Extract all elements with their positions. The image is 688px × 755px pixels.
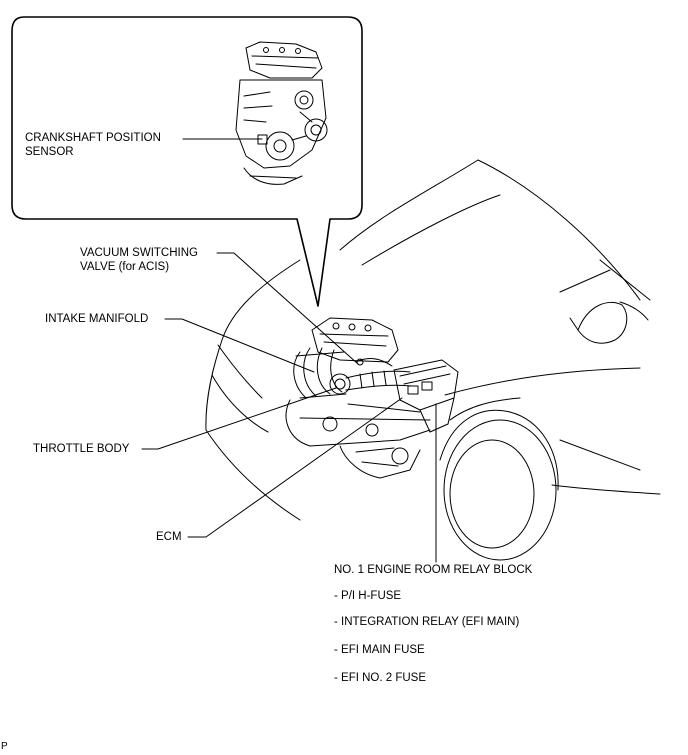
engine-assembly xyxy=(285,317,459,479)
leader-lines xyxy=(141,138,437,563)
leader-intake-manifold xyxy=(164,318,315,373)
callout-engine-drawing xyxy=(235,41,328,185)
label-ecm: ECM xyxy=(156,531,182,543)
label-crankshaft-position-sensor: CRANKSHAFT POSITION SENSOR xyxy=(25,131,161,159)
leader-ecm xyxy=(187,397,403,538)
relay-item-efi-main-fuse: - EFI MAIN FUSE xyxy=(334,644,425,656)
label-throttle-body: THROTTLE BODY xyxy=(33,443,130,455)
relay-item-integration-relay: - INTEGRATION RELAY (EFI MAIN) xyxy=(334,616,520,628)
label-crankshaft-line1: CRANKSHAFT POSITION xyxy=(25,132,161,144)
corner-mark: P xyxy=(1,741,8,752)
leader-throttle-body xyxy=(141,387,337,450)
label-vsv-line1: VACUUM SWITCHING xyxy=(80,247,198,259)
crankshaft-callout-frame xyxy=(11,16,363,307)
label-vsv-line2: VALVE (for ACIS) xyxy=(80,261,170,273)
label-intake-manifold: INTAKE MANIFOLD xyxy=(45,313,149,325)
label-vacuum-switching-valve: VACUUM SWITCHING VALVE (for ACIS) xyxy=(80,246,198,274)
leader-vsv xyxy=(216,252,359,365)
front-wheel xyxy=(439,409,559,561)
label-crankshaft-line2: SENSOR xyxy=(25,146,74,158)
label-relay-block: NO. 1 ENGINE ROOM RELAY BLOCK xyxy=(334,564,533,576)
relay-item-pi-h-fuse: - P/I H-FUSE xyxy=(334,590,402,602)
vehicle-body-outline xyxy=(205,159,661,521)
relay-item-efi-no2-fuse: - EFI NO. 2 FUSE xyxy=(334,672,427,684)
